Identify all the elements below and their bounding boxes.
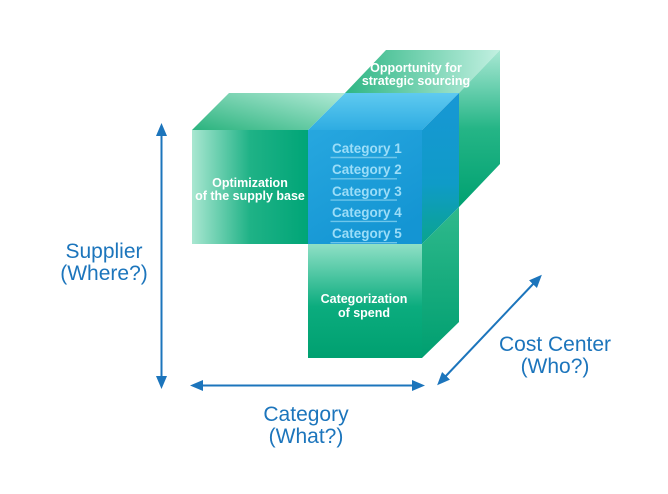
categorization-label-line2: of spend — [338, 306, 390, 320]
category-axis-label-line2: (What?) — [269, 425, 344, 448]
category-item-label: Category 5 — [332, 226, 402, 241]
opportunity-label-line2: strategic sourcing — [362, 74, 470, 88]
optimization-top-face — [192, 93, 345, 130]
opportunity-top-face — [345, 50, 500, 93]
blue-cube-front-face — [308, 130, 422, 244]
category-axis-label-line1: Category — [263, 403, 349, 426]
optimization-front-face — [192, 130, 308, 244]
opportunity-right-face — [459, 50, 500, 207]
blue-cube-top-face — [308, 93, 459, 130]
optimization-label-line1: Optimization — [212, 176, 288, 190]
supplier-axis-label-line1: Supplier — [65, 240, 142, 263]
cost-center-axis-label-line2: (Who?) — [521, 355, 590, 378]
cost-center-axis-arrow — [437, 274, 542, 386]
categorization-front-face — [308, 244, 422, 358]
category-item-label: Category 1 — [332, 141, 402, 156]
blue-cube-right-face — [422, 93, 459, 244]
categorization-label-line1: Categorization — [321, 292, 408, 306]
optimization-label-line2: of the supply base — [195, 189, 305, 203]
category-item-label: Category 4 — [332, 205, 402, 220]
cost-center-axis-label-line1: Cost Center — [499, 333, 611, 356]
supplier-axis-label-line2: (Where?) — [60, 262, 148, 285]
opportunity-label-line1: Opportunity for — [370, 61, 462, 75]
category-item-label: Category 2 — [332, 162, 402, 177]
category-item-label: Category 3 — [332, 184, 402, 199]
